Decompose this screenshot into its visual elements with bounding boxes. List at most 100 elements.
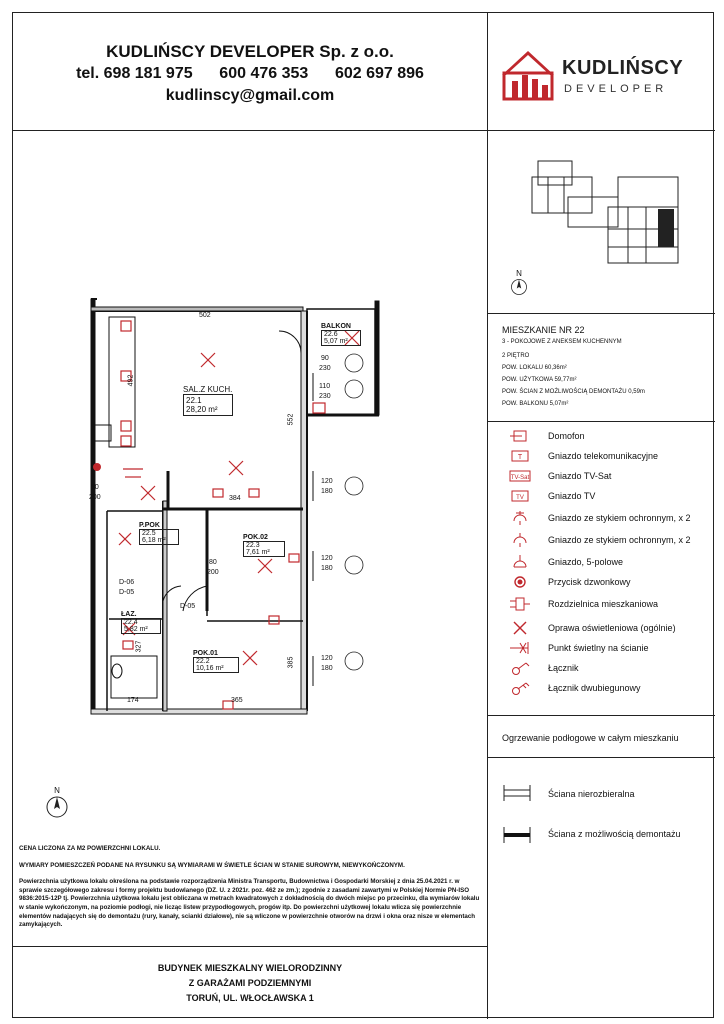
tv-socket-icon: TV xyxy=(511,490,529,502)
legend-five-pole: Gniazdo, 5-polowe xyxy=(488,555,715,571)
room-living-name: SAL.Z KUCH. xyxy=(183,385,233,394)
legend-double-socket-alt: Gniazdo ze stykiem ochronnym, x 2 xyxy=(488,533,715,549)
dim-bottom2: 365 xyxy=(231,697,243,704)
double-socket-icon xyxy=(513,511,527,525)
room-2-name: POK.02 xyxy=(243,534,268,541)
legend-doorbell-label: Przycisk dzwonkowy xyxy=(548,577,631,587)
doorbell-mark xyxy=(93,463,101,471)
dim-w3b: 180 xyxy=(321,665,333,672)
heating-note: Ogrzewanie podłogowe w całym mieszkaniu xyxy=(502,733,679,743)
dim-d3: 80 xyxy=(209,559,217,566)
removable-wall-label: Ściana z możliwością demontażu xyxy=(548,829,681,839)
legend-double-socket-label: Gniazdo ze stykiem ochronnym, x 2 xyxy=(548,513,691,523)
logo-name: KUDLIŃSCY xyxy=(562,57,684,79)
dim-top: 502 xyxy=(199,312,211,319)
room-2-area: 7,61 m² xyxy=(246,549,270,556)
room-living: SAL.Z KUCH. 22.1 28,20 m² xyxy=(183,385,233,416)
building-line2: Z GARAŻAMI PODZIEMNYMI xyxy=(188,978,312,988)
room-bath-code: 22.4 xyxy=(124,619,138,626)
dim-b1: 90 xyxy=(321,355,329,362)
room-living-code: 22.1 xyxy=(186,396,202,405)
five-pole-socket-icon xyxy=(513,555,527,568)
apartment-area-walls: POW. ŚCIAN Z MOŻLIWOŚCIĄ DEMONTAŻU 0,59m xyxy=(502,389,645,395)
phone-1: 698 181 975 xyxy=(103,65,193,82)
room-hall: P.POK 22.5 6,18 m² xyxy=(139,522,179,545)
room-bath: ŁAZ. 22.4 5,82 m² xyxy=(121,611,161,634)
logo-panel: KUDLIŃSCY DEVELOPER xyxy=(488,13,715,131)
apartment-title: MIESZKANIE NR 22 xyxy=(502,325,585,335)
legend-ceiling-light: Oprawa oświetleniowa (ogólnie) xyxy=(488,621,715,637)
legend-ceiling-light-label: Oprawa oświetleniowa (ogólnie) xyxy=(548,623,676,633)
building-info: BUDYNEK MIESZKALNY WIELORODZINNY Z GARAŻ… xyxy=(13,947,488,1019)
floor-plan-drawing xyxy=(90,298,380,715)
tv-sat-socket-code: TV-Sat xyxy=(511,475,530,481)
door-d06: D-06 xyxy=(119,579,135,586)
divider-1 xyxy=(488,313,715,314)
load-bearing-wall-icon xyxy=(503,785,531,801)
logo-sub: DEVELOPER xyxy=(564,83,668,95)
room-hall-code: 22.5 xyxy=(142,530,156,537)
dim-right: 552 xyxy=(287,413,295,426)
key-plan-drawing xyxy=(531,160,679,264)
door-d05-b: D-05 xyxy=(180,603,196,610)
apartment-area-total: POW. LOKALU 60,36m² xyxy=(502,365,567,371)
room-balcony-area: 5,07 m² xyxy=(324,338,348,345)
building-line3: TORUŃ, UL. WŁOCŁAWSKA 1 xyxy=(186,993,314,1003)
dim-w3a: 120 xyxy=(321,655,333,662)
wall-light-icon xyxy=(510,642,529,654)
legend-tvsat: TV-Sat Gniazdo TV-Sat xyxy=(488,469,715,485)
key-plan-north-label: N xyxy=(516,269,522,278)
dim-b4: 230 xyxy=(319,393,331,400)
right-column: N MIESZKANIE NR 22 3 - POKOJOWE Z ANEKSE… xyxy=(488,131,715,1019)
room-hall-area: 6,18 m² xyxy=(142,537,166,544)
double-socket-alt-icon xyxy=(513,533,527,547)
legend-telecom: T Gniazdo telekomunikacyjne xyxy=(488,449,715,465)
north-label: N xyxy=(54,786,60,795)
legend-telecom-label: Gniazdo telekomunikacyjne xyxy=(548,451,659,461)
room-balcony-name: BALKON xyxy=(321,323,351,330)
dim-d1: 90 xyxy=(91,484,99,491)
note-area: Powierzchnia użytkowa lokalu określona n… xyxy=(19,878,480,929)
load-bearing-wall-label: Ściana nierozbieralna xyxy=(548,789,635,799)
doorbell-icon xyxy=(514,576,526,588)
room-balcony: BALKON 22.6 5,07 m² xyxy=(321,323,361,346)
header-contact: KUDLIŃSCY DEVELOPER Sp. z o.o. tel. 698 … xyxy=(13,13,488,131)
compass-icon xyxy=(46,796,68,818)
two-way-switch-icon xyxy=(512,682,530,695)
key-plan-north: N xyxy=(510,269,528,301)
dim-mid: 384 xyxy=(229,495,241,502)
room-1-code: 22.2 xyxy=(196,658,210,665)
legend-double-socket: Gniazdo ze stykiem ochronnym, x 2 xyxy=(488,511,715,527)
floor-plan: SAL.Z KUCH. 22.1 28,20 m² P.POK 22.5 6,1… xyxy=(13,131,488,841)
intercom-icon xyxy=(510,430,527,442)
legend-tvsat-label: Gniazdo TV-Sat xyxy=(548,471,612,481)
legend-wall-light-label: Punkt świetlny na ścianie xyxy=(548,643,649,653)
logo-house-icon xyxy=(502,51,554,101)
door-d05-a: D-05 xyxy=(119,589,135,596)
dim-d2: 200 xyxy=(89,494,101,501)
phone-line: tel. 698 181 975 600 476 353 602 697 896 xyxy=(13,63,487,85)
room-1-area: 10,16 m² xyxy=(196,665,224,672)
tv-socket-code: TV xyxy=(516,495,524,501)
legend-distribution: Rozdzielnica mieszkaniowa xyxy=(488,597,715,613)
legend-switch: Łącznik xyxy=(488,661,715,677)
dim-w1b: 180 xyxy=(321,488,333,495)
dim-left: 492 xyxy=(127,374,135,387)
dim-385: 385 xyxy=(287,656,295,669)
note-dimensions: WYMIARY POMIESZCZEŃ PODANE NA RYSUNKU SĄ… xyxy=(19,861,405,869)
dim-b2: 230 xyxy=(319,365,331,372)
dim-b3: 110 xyxy=(319,383,331,390)
phone-2: 600 476 353 xyxy=(219,65,309,82)
divider-4 xyxy=(488,757,715,758)
divider-2 xyxy=(488,421,715,422)
notes: CENA LICZONA ZA M2 POWIERZCHNI LOKALU. W… xyxy=(13,841,488,947)
dim-d4: 200 xyxy=(207,569,219,576)
ceiling-light-icon xyxy=(513,621,527,635)
dim-w2b: 180 xyxy=(321,565,333,572)
legend-tv-label: Gniazdo TV xyxy=(548,491,596,501)
room-2-code: 22.3 xyxy=(246,542,260,549)
room-balcony-code: 22.6 xyxy=(324,331,338,338)
room-1-name: POK.01 xyxy=(193,650,218,657)
tv-sat-socket-icon: TV-Sat xyxy=(509,470,531,482)
telecom-socket-icon: T xyxy=(511,450,529,462)
